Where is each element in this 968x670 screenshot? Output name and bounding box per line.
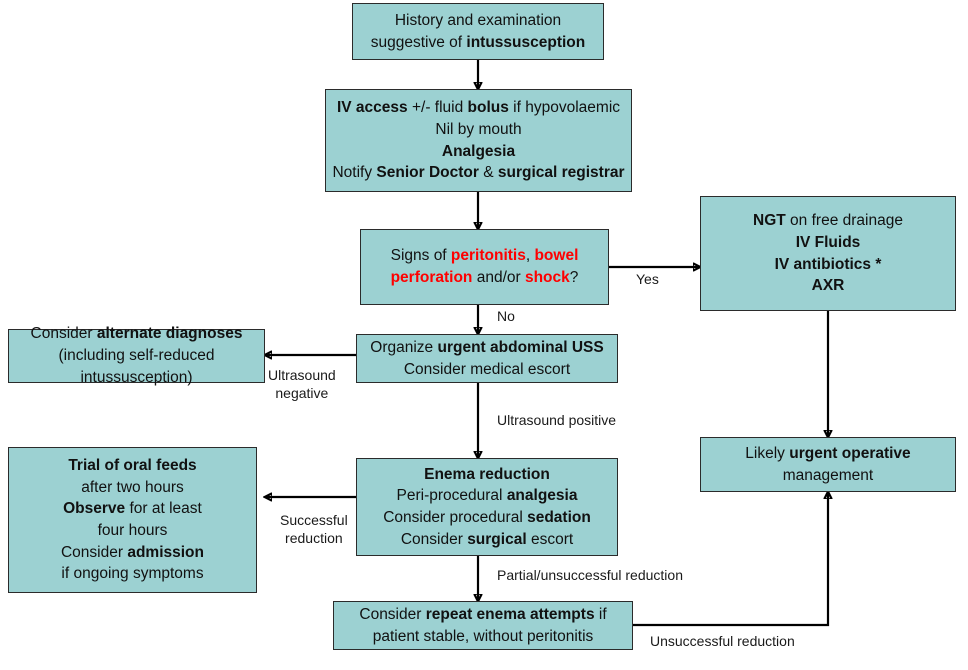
- box-text-line: (including self-reduced: [58, 347, 215, 365]
- initial-management-box[interactable]: IV access +/- fluid bolus if hypovolaemi…: [325, 89, 632, 192]
- box-text-line: patient stable, without peritonitis: [372, 627, 594, 645]
- edge-label-line: Ultrasound positive: [497, 412, 617, 428]
- box-text-line: Consider admission: [60, 543, 204, 561]
- box-text-line: management: [782, 466, 874, 484]
- edge-label-line: Ultrasound: [268, 367, 336, 383]
- box-text-line: AXR: [811, 277, 845, 295]
- box-text-line: Peri-procedural analgesia: [396, 487, 578, 505]
- box-text-line: after two hours: [81, 478, 184, 496]
- box-text-line: suggestive of intussusception: [370, 33, 586, 51]
- box-text-line: IV Fluids: [795, 233, 861, 251]
- organize-ultrasound-box[interactable]: Organize urgent abdominal USS Consider me…: [356, 334, 618, 383]
- box-text-line: perforation and/or shock?: [390, 269, 579, 286]
- box-text-line: four hours: [97, 522, 168, 539]
- edge-label-ultrasound-positive: Ultrasound positive: [497, 412, 616, 430]
- box-text-line: Consider medical escort: [403, 360, 571, 378]
- edge-label-line: Successful: [280, 512, 348, 528]
- edge-label-line: reduction: [285, 529, 343, 546]
- edge-label-no: No: [497, 308, 515, 326]
- edge-label-line: Partial/unsuccessful reduction: [497, 567, 683, 583]
- box-text-line: Signs of peritonitis, bowel: [390, 247, 579, 265]
- alternate-diagnoses-box[interactable]: Consider alternate diagnoses (including s…: [8, 325, 265, 386]
- box-text-line: NGT on free drainage: [753, 212, 903, 230]
- box-text-line: Observe for at least: [63, 500, 202, 518]
- box-text-line: Notify Senior Doctor & surgical registra…: [332, 164, 625, 182]
- box-text-line: if ongoing symptoms: [61, 565, 204, 583]
- edge-label-line: negative: [275, 384, 329, 401]
- box-text-line: Consider repeat enema attempts if: [359, 605, 607, 623]
- box-text-line: Nil by mouth: [435, 120, 522, 138]
- box-text-line: Analgesia: [441, 142, 516, 160]
- repeat-enema-box[interactable]: Consider repeat enema attempts if patient…: [333, 601, 633, 650]
- peritonitis-decision-box[interactable]: Signs of peritonitis, bowel perforation a…: [360, 229, 609, 305]
- edge-label-yes: Yes: [636, 271, 659, 289]
- box-text-line: Consider alternate diagnoses: [30, 325, 243, 343]
- edge-label-partial-unsuccessful-reduction: Partial/unsuccessful reduction: [497, 567, 683, 585]
- box-text-line: Consider surgical escort: [400, 530, 574, 548]
- edge-label-line: No: [497, 308, 515, 324]
- box-text-line: Enema reduction: [424, 465, 550, 483]
- history-examination-box[interactable]: History and examination suggestive of int…: [352, 3, 604, 60]
- edge-label-unsuccessful-reduction: Unsuccessful reduction: [650, 633, 795, 651]
- ngt-resuscitation-box[interactable]: NGT on free drainage IV Fluids IV antibiot…: [700, 196, 956, 311]
- box-text-line: Consider procedural sedation: [383, 509, 591, 526]
- box-text-line: Likely urgent operative: [745, 444, 911, 462]
- edge-label-line: Yes: [636, 271, 659, 287]
- box-text-line: Organize urgent abdominal USS: [370, 338, 604, 356]
- edge-label-line: Unsuccessful reduction: [650, 633, 795, 649]
- box-text-line: History and examination: [394, 11, 562, 29]
- box-text-line: IV access +/- fluid bolus if hypovolaemi…: [336, 99, 621, 117]
- box-text-line: Trial of oral feeds: [68, 456, 197, 474]
- connector-repeat-to-operative-unsuccessful: [633, 492, 828, 627]
- operative-management-box[interactable]: Likely urgent operative management: [700, 437, 956, 492]
- box-text-line: IV antibiotics *: [774, 255, 882, 273]
- box-text-line: intussusception): [80, 368, 193, 386]
